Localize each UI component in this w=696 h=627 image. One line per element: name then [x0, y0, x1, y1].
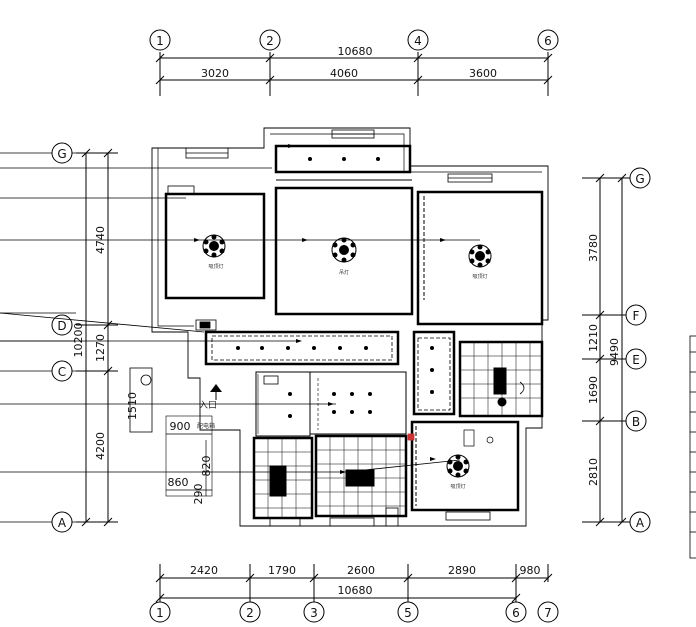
corridor: [204, 330, 400, 366]
left-total-dimension: 10200: [72, 323, 85, 358]
top-dimension: 3600: [469, 67, 497, 80]
circuit-arrows: [194, 144, 446, 474]
axis-label: 2: [266, 34, 274, 48]
right-dimension: 1690: [587, 376, 600, 404]
light-label: 吸顶灯: [208, 263, 223, 270]
bottom-dimension: 1790: [268, 564, 296, 577]
bedroom-bottom: [410, 420, 520, 512]
bottom-dimension: 2890: [448, 564, 476, 577]
bottom-axis-bubbles: 1 2 3 5 6 7: [149, 601, 559, 623]
bathroom-lower: [314, 434, 408, 518]
axis-label: C: [58, 365, 66, 379]
living-room: [274, 144, 414, 316]
axis-label: 6: [512, 606, 520, 620]
top-axis-bubbles: 1 2 4 6: [149, 29, 559, 51]
right-axis-bubbles: G F E B A: [625, 167, 651, 533]
axis-label: 5: [404, 606, 412, 620]
light-label: 吸顶灯: [472, 273, 487, 280]
small-dimension: 820: [200, 456, 213, 477]
left-axis-bubbles: G D C A: [51, 142, 73, 533]
hall-right: [412, 330, 456, 416]
axis-label: A: [58, 516, 67, 530]
bedroom-left: [164, 192, 266, 300]
bathroom-upper: [458, 340, 544, 418]
light-label: 吸顶灯: [450, 483, 465, 490]
axis-label: A: [636, 516, 645, 530]
top-dimension: 4060: [330, 67, 358, 80]
light-label: 吊灯: [339, 269, 349, 276]
entry-label: 入口: [199, 400, 217, 411]
balconies: [167, 129, 493, 527]
axis-label: 4: [414, 34, 422, 48]
ceiling-light-icon: [202, 234, 226, 258]
axis-label: D: [57, 319, 66, 333]
bottom-dimension: 980: [520, 564, 541, 577]
ceiling-light-icon: [468, 244, 492, 268]
bedroom-right: [416, 190, 544, 326]
left-dimension: 1270: [94, 334, 107, 362]
right-dimension-chain: [582, 173, 630, 527]
ceiling-light-icon: [446, 454, 470, 478]
small-dimension: 1510: [126, 392, 139, 420]
bottom-dimension: 2600: [347, 564, 375, 577]
legend-table-fragment: [689, 335, 696, 559]
axis-label: 7: [544, 606, 552, 620]
right-total-dimension: 9490: [608, 338, 621, 366]
chandelier-icon: [331, 237, 357, 263]
axis-label: B: [632, 415, 640, 429]
top-dimension: 3020: [201, 67, 229, 80]
axis-label: 3: [310, 606, 318, 620]
bottom-dimension: 2420: [190, 564, 218, 577]
small-dimension: 290: [192, 484, 205, 505]
entry-details: [129, 319, 415, 527]
small-dimension-lines: [166, 433, 212, 496]
circuit-lines: [0, 167, 480, 473]
downlights: [236, 157, 434, 418]
axis-label: G: [635, 172, 644, 186]
right-dimension: 3780: [587, 234, 600, 262]
right-dimension: 1210: [587, 324, 600, 352]
top-dimension-chain: [155, 52, 553, 96]
axis-label: 1: [156, 606, 164, 620]
panel-label: 配电箱: [197, 422, 215, 430]
left-dimension: 4200: [94, 432, 107, 460]
axis-label: 1: [156, 34, 164, 48]
small-dimension: 860: [168, 476, 189, 489]
small-dimension: 900: [170, 420, 191, 433]
entry-arrow-icon: [210, 384, 222, 400]
kitchen: [252, 436, 314, 520]
axis-label: F: [633, 309, 640, 323]
bottom-total-dimension: 10680: [338, 584, 373, 597]
axis-label: E: [632, 353, 640, 367]
axis-label: 2: [246, 606, 254, 620]
axis-label: 6: [544, 34, 552, 48]
right-dimension: 2810: [587, 458, 600, 486]
bottom-dimension-chain: [155, 564, 553, 603]
axis-label: G: [57, 147, 66, 161]
top-total-dimension: 10680: [338, 45, 373, 58]
